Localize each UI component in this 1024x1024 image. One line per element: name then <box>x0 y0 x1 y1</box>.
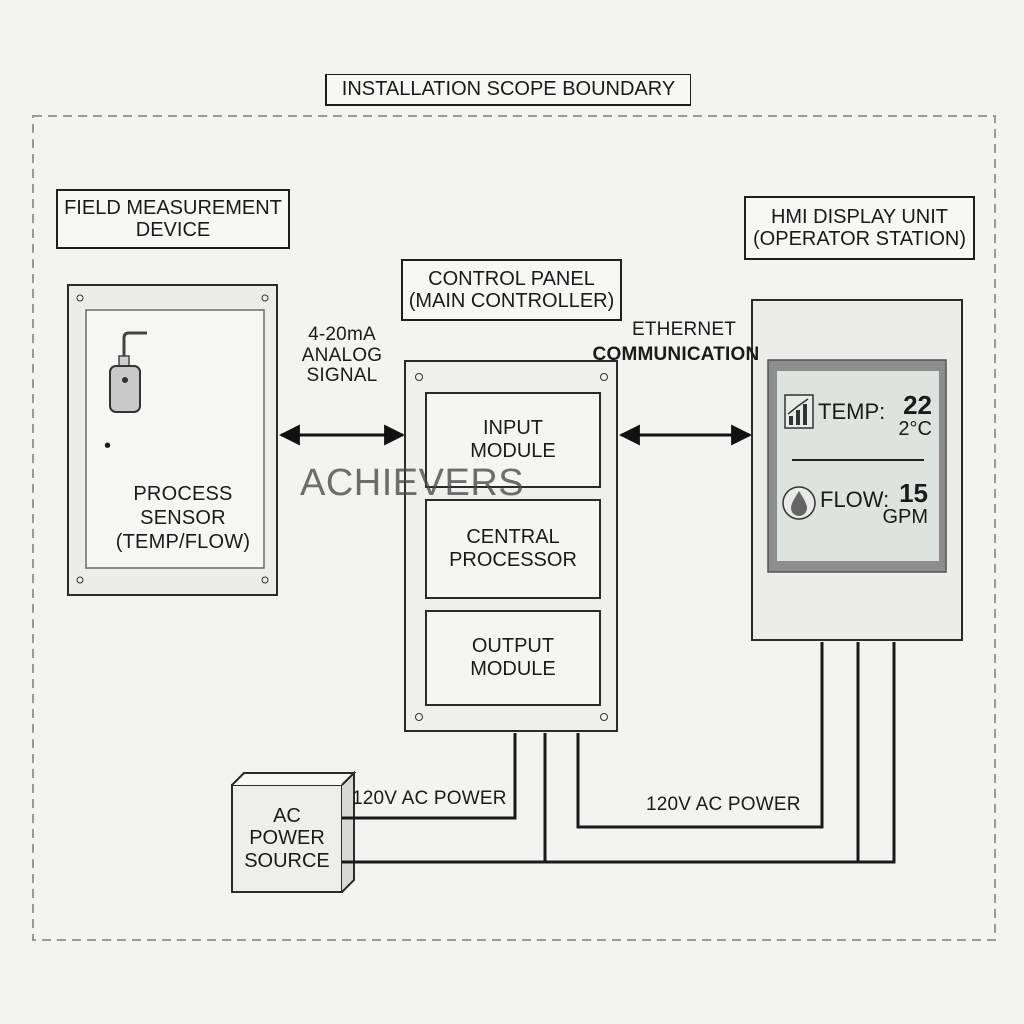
watermark: ACHIEVERS <box>300 462 525 504</box>
communication-label: COMMUNICATION <box>592 344 760 365</box>
bar-chart-icon <box>784 394 814 429</box>
water-drop-icon <box>782 486 816 520</box>
hmi-enclosure <box>751 299 963 641</box>
flow-reading: 15 GPM <box>874 478 928 529</box>
control-panel-title: CONTROL PANEL (MAIN CONTROLLER) <box>401 259 622 321</box>
temp-reading: 22 2°C <box>874 390 932 441</box>
field-device-title: FIELD MEASUREMENT DEVICE <box>56 189 290 249</box>
ethernet-label: ETHERNET <box>632 319 736 340</box>
flow-unit: GPM <box>882 506 928 529</box>
sensor-icon <box>109 331 147 413</box>
output-module: OUTPUT MODULE <box>425 610 601 706</box>
process-sensor-text: PROCESS SENSOR (TEMP/FLOW) <box>115 483 251 553</box>
flow-value: 15 <box>899 478 928 508</box>
sensor-bullet: • <box>104 435 112 457</box>
scope-boundary <box>32 115 996 941</box>
process-sensor-label: • PROCESS SENSOR (TEMP/FLOW) <box>96 434 262 578</box>
hmi-title: HMI DISPLAY UNIT (OPERATOR STATION) <box>744 196 975 260</box>
power-feed-right-label: 120V AC POWER <box>646 794 801 815</box>
input-module: INPUT MODULE <box>425 392 601 488</box>
boundary-label: INSTALLATION SCOPE BOUNDARY <box>325 74 691 106</box>
ac-power-source-label: AC POWER SOURCE <box>244 804 330 872</box>
power-feed-left-label: 120V AC POWER <box>352 788 507 809</box>
field-device-enclosure <box>67 284 278 596</box>
central-processor-module: CENTRAL PROCESSOR <box>425 499 601 599</box>
temp-unit: 2°C <box>898 418 932 441</box>
analog-signal-label: 4-20mA ANALOG SIGNAL <box>301 324 383 387</box>
temp-label: TEMP: <box>818 399 886 424</box>
ac-power-source-box <box>231 770 357 893</box>
temp-value: 22 <box>903 390 932 420</box>
flow-label: FLOW: <box>820 487 890 512</box>
power-wiring <box>342 642 896 864</box>
